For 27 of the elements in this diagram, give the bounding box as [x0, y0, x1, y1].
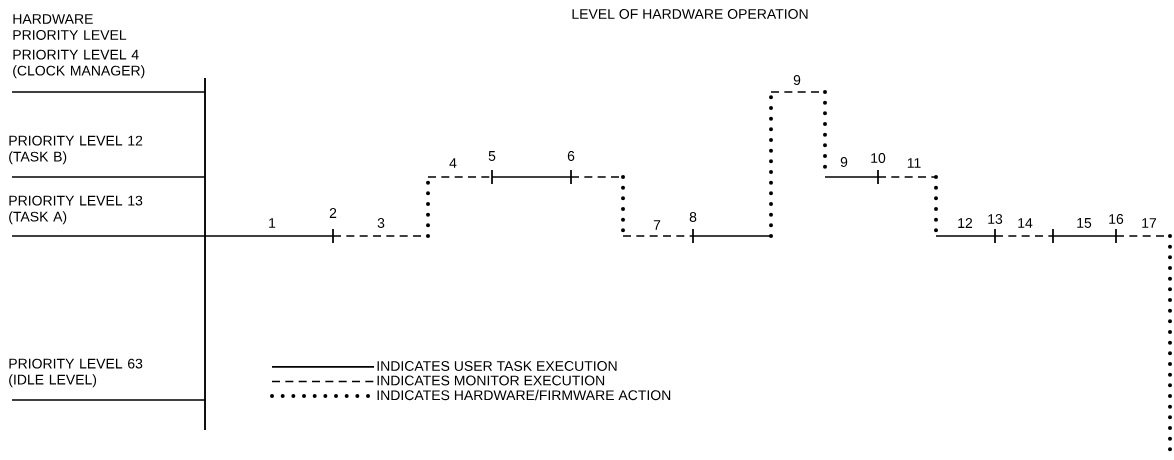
step-number: 14	[1018, 218, 1033, 228]
legend-item: INDICATES HARDWARE/FIRMWARE ACTION	[270, 389, 671, 401]
level-label: PRIORITY LEVEL 13 (TASK A)	[9, 195, 143, 225]
step-number: 6	[567, 151, 575, 161]
step-number: 11	[907, 158, 921, 168]
level-label: PRIORITY LEVEL 12 (TASK B)	[9, 135, 143, 165]
legend-item: INDICATES USER TASK EXECUTION	[271, 361, 617, 371]
step-number: 3	[377, 218, 385, 228]
step-number: 5	[488, 151, 496, 161]
step-number: 17	[1142, 218, 1157, 228]
step-number: 9	[840, 157, 848, 167]
step-number: 15	[1077, 218, 1092, 228]
level-label: HARDWARE PRIORITY LEVEL	[13, 14, 127, 40]
step-number: 16	[1109, 214, 1124, 224]
step-number: 9	[793, 75, 801, 85]
level-label: PRIORITY LEVEL 63 (IDLE LEVEL)	[9, 358, 143, 388]
level-label: PRIORITY LEVEL 4 (CLOCK MANAGER)	[13, 49, 145, 79]
chart-title: LEVEL OF HARDWARE OPERATION	[572, 9, 808, 19]
step-number: 10	[871, 153, 886, 163]
step-number: 13	[988, 214, 1003, 224]
step-number: 2	[329, 208, 337, 218]
step-number: 8	[689, 212, 697, 222]
step-number: 12	[958, 218, 973, 228]
legend-item: INDICATES MONITOR EXECUTION	[271, 375, 605, 386]
step-number: 7	[653, 220, 661, 230]
step-number: 4	[449, 158, 457, 168]
step-number: 1	[269, 218, 276, 228]
